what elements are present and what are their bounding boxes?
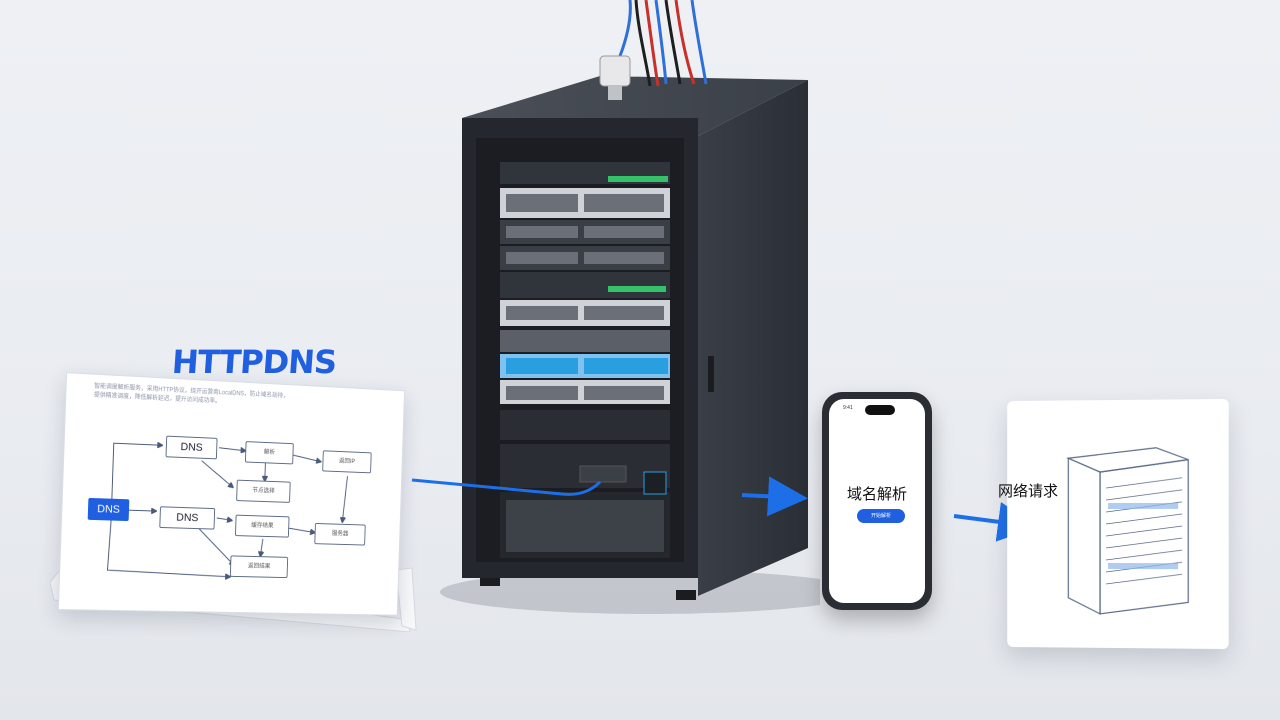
- domain-resolution-label: 域名解析: [846, 485, 907, 503]
- server-sketch-icon: [1007, 399, 1228, 649]
- rack-to-phone-arrow: [741, 476, 808, 517]
- resolve-button[interactable]: 开始解析: [857, 509, 905, 523]
- server-sketch-card: [1007, 398, 1229, 650]
- smartphone: 9:41 域名解析 开始解析: [822, 392, 932, 610]
- server-rack: [440, 0, 820, 614]
- phone-notch: [865, 405, 895, 415]
- card-to-rack-link: [411, 478, 602, 496]
- phone-screen: 9:41 域名解析 开始解析: [829, 399, 925, 603]
- status-time: 9:41: [843, 405, 853, 411]
- network-request-label: 网络请求: [998, 482, 1059, 500]
